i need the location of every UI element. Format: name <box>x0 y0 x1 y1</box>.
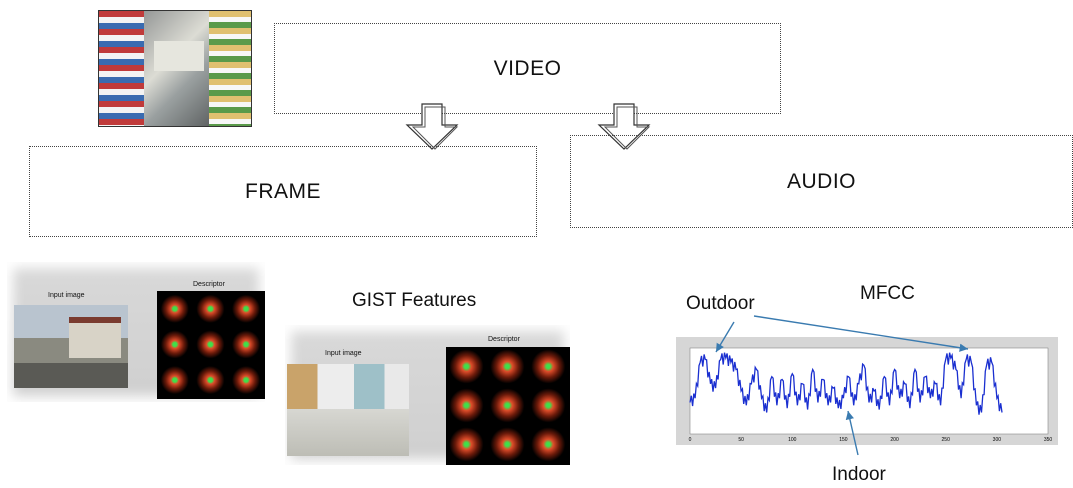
mfcc-chart: 0 50 100 150 200 250 300 350 <box>676 337 1058 445</box>
descriptor-image <box>157 291 265 399</box>
video-label: VIDEO <box>493 56 562 80</box>
x-tick-label: 150 <box>839 437 848 443</box>
input-image <box>287 364 409 456</box>
input-image <box>14 305 128 388</box>
gist-panel-2: Input image Descriptor <box>285 325 570 465</box>
arrow-down-icon <box>597 103 651 150</box>
frame-label: FRAME <box>245 179 321 203</box>
indoor-label: Indoor <box>832 464 886 485</box>
video-thumbnail <box>99 11 251 126</box>
input-image-label: Input image <box>325 350 362 357</box>
x-tick-label: 0 <box>689 437 692 443</box>
descriptor-label: Descriptor <box>488 336 520 343</box>
x-tick-label: 300 <box>993 437 1002 443</box>
mfcc-title: MFCC <box>860 283 915 304</box>
audio-label: AUDIO <box>786 169 856 193</box>
x-tick-label: 100 <box>788 437 797 443</box>
x-tick-label: 50 <box>738 437 744 443</box>
input-image-label: Input image <box>48 292 85 299</box>
outdoor-arrow-2 <box>753 315 969 352</box>
video-box: VIDEO <box>274 23 781 114</box>
descriptor-label: Descriptor <box>193 281 225 288</box>
descriptor-image <box>446 347 570 465</box>
x-tick-label: 350 <box>1044 437 1053 443</box>
gist-features-title: GIST Features <box>352 290 477 311</box>
mfcc-series-line <box>689 352 1003 415</box>
outdoor-arrow-1 <box>715 321 735 353</box>
x-tick-label: 250 <box>942 437 951 443</box>
arrow-down-icon <box>405 103 459 150</box>
frame-box: FRAME <box>29 146 537 237</box>
gist-panel-1: Input image Descriptor <box>7 262 265 402</box>
x-tick-label: 200 <box>890 437 899 443</box>
outdoor-label: Outdoor <box>686 293 755 314</box>
indoor-arrow <box>845 410 859 456</box>
